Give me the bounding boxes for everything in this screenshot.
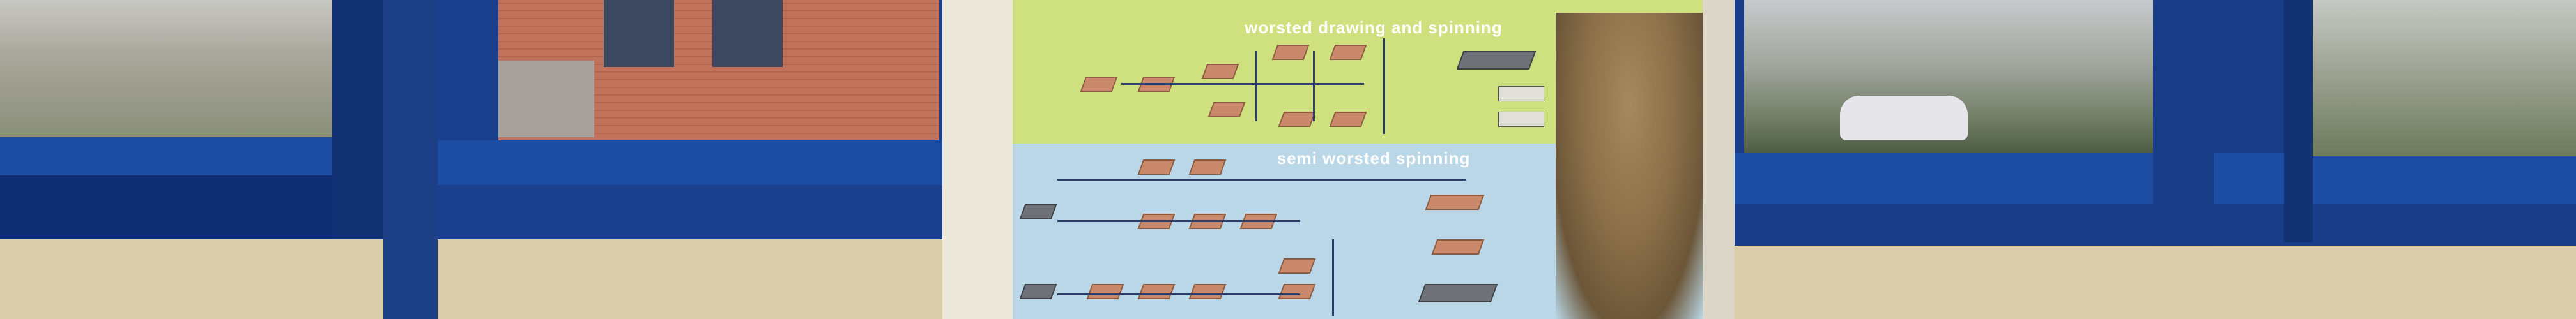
flow-line: [1057, 220, 1300, 222]
flow-line: [1057, 179, 1466, 181]
machine-icon: [1271, 45, 1310, 60]
machine-icon: [1278, 284, 1316, 299]
window-frame-center-horizontal: [438, 140, 949, 185]
machine-icon: [1137, 160, 1176, 175]
grey-wall-view: [498, 61, 594, 137]
section-bottom-title: semi worsted spinning: [1276, 149, 1471, 168]
machine-icon: [1019, 284, 1057, 299]
flow-line: [1313, 51, 1315, 121]
flow-line: [1255, 51, 1257, 121]
poster-right-edge: [1703, 0, 1735, 319]
machine-icon: [1208, 102, 1246, 117]
wall-left: [0, 239, 383, 319]
window-frame-left-vertical: [332, 0, 383, 242]
machine-icon: [1425, 195, 1485, 210]
wall-center-left: [438, 239, 949, 319]
parked-car: [1840, 96, 1968, 140]
trees-view-left: [0, 0, 332, 137]
machine-icon: [1329, 112, 1367, 127]
machine-icon: [1201, 64, 1239, 79]
machine-icon: [1329, 45, 1367, 60]
machine-icon: [1188, 284, 1227, 299]
fiber-bundle-sample: [1556, 13, 1703, 319]
right-window: [1735, 0, 2576, 319]
flow-line: [1332, 239, 1334, 316]
building-window-1: [604, 0, 674, 67]
machine-icon: [1278, 258, 1316, 274]
center-left-window: [438, 0, 949, 319]
machine-icon: [1278, 112, 1316, 127]
section-top-title: worsted drawing and spinning: [1245, 18, 1503, 37]
output-label-box: [1498, 86, 1544, 101]
poster-left-margin: [942, 0, 1013, 319]
flow-line: [1383, 38, 1385, 134]
window-mullion-right: [2284, 0, 2313, 242]
trees-view-right: [2313, 0, 2576, 156]
poster: worsted drawing and spinning semi worste…: [942, 0, 1735, 319]
machine-icon: [1086, 284, 1124, 299]
flow-line: [1057, 293, 1300, 295]
machine-icon: [1137, 284, 1176, 299]
left-window: [0, 0, 383, 319]
window-frame-left-horizontal: [0, 137, 383, 175]
flow-line: [1121, 83, 1364, 85]
machine-icon: [1080, 77, 1118, 92]
machine-icon: [1019, 204, 1057, 219]
machine-icon: [1188, 160, 1227, 175]
spinning-frame-icon: [1456, 51, 1537, 70]
spinning-frame-icon: [1418, 284, 1498, 302]
building-window-2: [712, 0, 783, 67]
output-label-box: [1498, 112, 1544, 127]
wall-right: [1735, 246, 2576, 319]
machine-icon: [1431, 239, 1485, 255]
